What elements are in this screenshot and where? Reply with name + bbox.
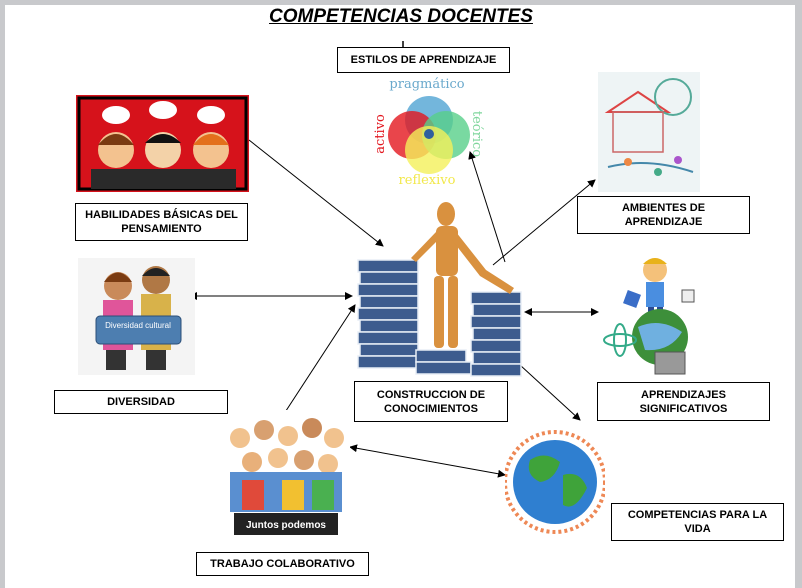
node-habilidades-basicas: HABILIDADES BÁSICAS DEL PENSAMIENTO [75,203,248,241]
thinking-kids-image [76,95,249,192]
arrow-habilidades [248,139,384,247]
arrow-ambientes [492,179,596,266]
node-diversidad: DIVERSIDAD [54,390,228,414]
svg-text:teórico: teórico [469,111,484,157]
learning-styles-image: pragmático activo teórico reflexivo [373,77,484,188]
arrow-trabajo-competencias [349,444,506,478]
meaningful-learning-image [603,258,695,375]
node-estilos-aprendizaje: ESTILOS DE APRENDIZAJE [337,47,510,73]
arrow-competencias [519,364,581,421]
arrow-trabajo [279,304,356,421]
globe-image [505,430,605,534]
svg-text:Juntos podemos: Juntos podemos [246,520,326,531]
svg-text:Diversidad cultural: Diversidad cultural [105,321,171,330]
arrow-estilos [468,151,506,263]
svg-text:activo: activo [373,114,388,154]
svg-text:pragmático: pragmático [389,77,464,92]
node-competencias-vida: COMPETENCIAS PARA LA VIDA [611,503,784,541]
svg-text:reflexivo: reflexivo [399,173,456,188]
node-construccion-conocimientos: CONSTRUCCION DE CONOCIMIENTOS [354,381,508,422]
learning-environment-image [598,72,700,192]
teamwork-image: Juntos podemos [222,410,350,540]
node-trabajo-colaborativo: TRABAJO COLABORATIVO [196,552,369,576]
cultural-diversity-image: Diversidad cultural [78,258,195,375]
knowledge-construction-image [357,202,522,377]
page-title: COMPETENCIAS DOCENTES [269,6,533,27]
node-aprendizajes-significativos: APRENDIZAJES SIGNIFICATIVOS [597,382,770,421]
node-ambientes-aprendizaje: AMBIENTES DE APRENDIZAJE [577,196,750,234]
